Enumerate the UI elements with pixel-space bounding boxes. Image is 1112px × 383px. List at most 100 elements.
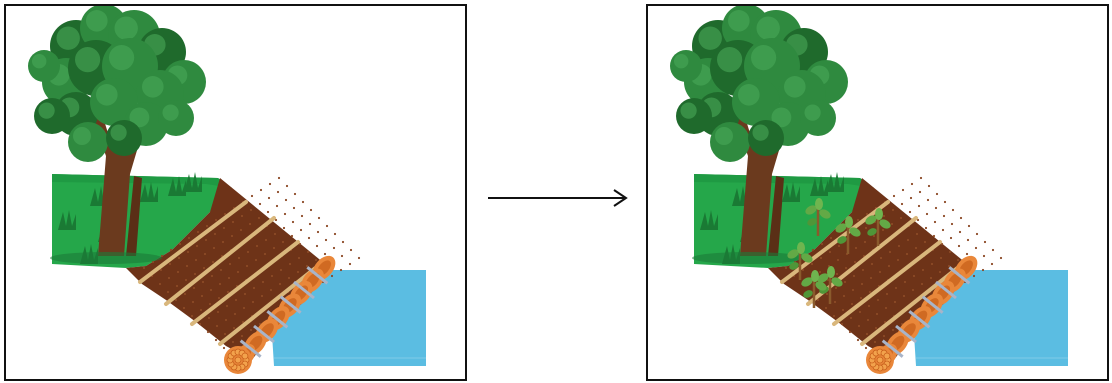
sprout-leaf <box>845 216 853 228</box>
soil-texture-dot <box>281 240 285 244</box>
soil-texture-dot <box>920 282 924 286</box>
sprout-leaf <box>801 277 813 287</box>
coir-log-binding <box>239 339 262 358</box>
tree-foliage-highlight <box>110 124 127 141</box>
soil-texture-dot <box>186 250 190 254</box>
soil-texture-dot <box>856 218 860 222</box>
streambank-after-illustration <box>670 6 1068 374</box>
soil-texture-dot <box>967 224 971 228</box>
coir-log-binding <box>921 295 944 314</box>
soil-texture-dot <box>308 222 312 226</box>
tree-foliage-highlight <box>771 107 792 128</box>
coir-log-binding <box>895 324 917 344</box>
soil-texture-dot <box>142 266 146 270</box>
soil-texture-dot <box>825 292 829 296</box>
tree-foliage-highlight <box>715 127 733 145</box>
soil-texture-dot <box>184 278 188 282</box>
live-stake-sprout <box>817 266 843 304</box>
soil-texture-dot <box>221 240 225 244</box>
grass-tuft <box>810 176 828 196</box>
soil-texture-dot <box>811 248 815 252</box>
soil-texture-dot <box>297 256 301 260</box>
soil-texture-dot <box>832 314 836 318</box>
soil-texture-dot <box>215 324 219 328</box>
soil-texture-dot <box>223 212 227 216</box>
soil-texture-dot <box>330 274 334 278</box>
soil-texture-dot <box>251 300 255 304</box>
coir-log-fiber <box>241 352 249 360</box>
soil-texture-dot <box>999 256 1003 260</box>
soil-texture-dot <box>906 238 910 242</box>
soil-texture-dot <box>277 176 281 180</box>
soil-texture-dot <box>834 286 838 290</box>
tree-foliage-highlight <box>698 26 722 50</box>
soil-texture-dot <box>875 312 879 316</box>
soil-texture-dot <box>876 298 880 302</box>
soil-texture-dot <box>254 258 258 262</box>
soil-texture-dot <box>204 238 208 242</box>
soil-texture-dot <box>864 226 868 230</box>
soil-texture-dot <box>177 256 181 260</box>
soil-texture-dot <box>828 250 832 254</box>
tree-foliage-highlight <box>680 102 697 119</box>
soil-texture-dot <box>851 288 855 292</box>
soil-texture-dot <box>872 234 876 238</box>
soil-texture-dot <box>274 218 278 222</box>
grass-tuft <box>700 210 718 230</box>
sprout-leaf <box>811 270 819 282</box>
soil-texture-dot <box>291 220 295 224</box>
soil-texture-dot <box>991 248 995 252</box>
tree-foliage-highlight <box>751 45 777 71</box>
soil-texture-dot <box>258 202 262 206</box>
before-panel <box>4 4 467 381</box>
tree-foliage-highlight <box>109 45 135 71</box>
coir-log-binding <box>306 266 329 285</box>
soil-texture-dot <box>195 244 199 248</box>
soil-texture-dot <box>159 268 163 272</box>
soil-texture-dot <box>332 246 336 250</box>
soil-texture-dot <box>167 276 171 280</box>
streambank-before-illustration <box>28 6 426 374</box>
soil-texture-dot <box>810 262 814 266</box>
soil-texture-dot <box>209 288 213 292</box>
soil-texture-dot <box>841 308 845 312</box>
soil-texture-dot <box>868 290 872 294</box>
soil-texture-dot <box>175 284 179 288</box>
soil-texture-dot <box>288 262 292 266</box>
soil-texture-dot <box>223 332 227 336</box>
soil-texture-dot <box>858 310 862 314</box>
soil-texture-dot <box>242 306 246 310</box>
soil-texture-dot <box>887 264 891 268</box>
soil-texture-dot <box>893 300 897 304</box>
soil-texture-dot <box>323 252 327 256</box>
soil-texture-dot <box>151 260 155 264</box>
grass-bank-top-edge <box>694 174 874 188</box>
soil-texture-dot <box>829 236 833 240</box>
soil-texture-dot <box>943 200 947 204</box>
soil-texture-dot <box>214 338 218 342</box>
soil-texture-dot <box>910 182 914 186</box>
tree-foliage-highlight <box>32 54 47 69</box>
soil-texture-dot <box>836 258 840 262</box>
soil-texture-dot <box>196 230 200 234</box>
soil-texture-dot <box>174 298 178 302</box>
soil-texture-dot <box>938 270 942 274</box>
live-stake-sprout <box>835 216 861 254</box>
soil-texture-dot <box>296 270 300 274</box>
coir-log-fiber <box>876 356 884 364</box>
soil-texture-dot <box>201 280 205 284</box>
stake-row <box>164 216 276 306</box>
tree-foliage-highlight <box>717 47 743 73</box>
soil-texture-dot <box>879 256 883 260</box>
sprout-leaf <box>875 208 883 220</box>
soil-texture-dot <box>901 188 905 192</box>
sprout-leaf <box>815 281 827 291</box>
tree-foliage-highlight <box>73 127 91 145</box>
soil-texture-dot <box>974 246 978 250</box>
sprout-leaf <box>805 205 817 215</box>
soil-texture-dot <box>881 228 885 232</box>
soil-texture-dot <box>240 334 244 338</box>
soil-texture-dot <box>292 206 296 210</box>
soil-texture-dot <box>900 202 904 206</box>
soil-texture-dot <box>202 266 206 270</box>
